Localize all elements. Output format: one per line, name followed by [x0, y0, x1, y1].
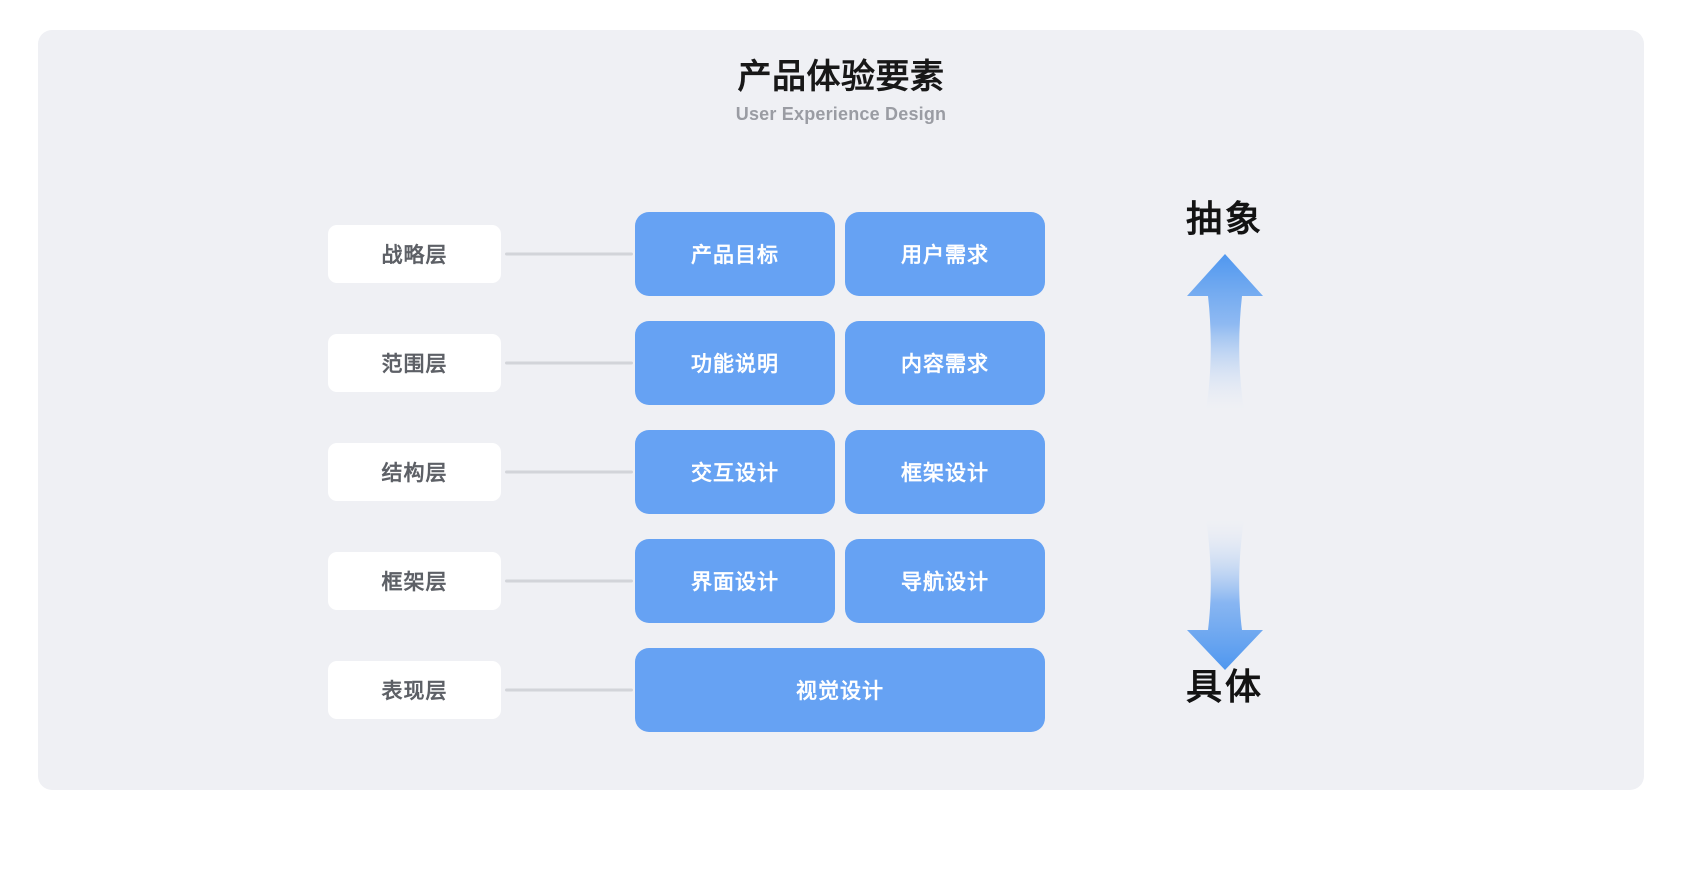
- element-box-visual-design[interactable]: 视觉设计: [635, 648, 1045, 732]
- layer-label-skeleton[interactable]: 框架层: [328, 552, 501, 610]
- connector-line: [505, 688, 633, 692]
- element-box-content-requirement[interactable]: 内容需求: [845, 321, 1045, 405]
- layer-row-skeleton: 框架层 界面设计 导航设计: [0, 539, 1682, 623]
- element-group-skeleton: 界面设计 导航设计: [635, 539, 1045, 623]
- arrow-down-icon: [1187, 520, 1263, 670]
- layer-row-scope: 范围层 功能说明 内容需求: [0, 321, 1682, 405]
- connector-line: [505, 470, 633, 474]
- element-box-interface-design[interactable]: 界面设计: [635, 539, 835, 623]
- layer-row-structure: 结构层 交互设计 框架设计: [0, 430, 1682, 514]
- layer-row-surface: 表现层 视觉设计: [0, 648, 1682, 732]
- layer-row-strategy: 战略层 产品目标 用户需求: [0, 212, 1682, 296]
- connector-line: [505, 579, 633, 583]
- element-group-surface: 视觉设计: [635, 648, 1045, 732]
- arrow-up-icon: [1187, 254, 1263, 410]
- connector-line: [505, 252, 633, 256]
- element-box-interaction-design[interactable]: 交互设计: [635, 430, 835, 514]
- element-box-user-need[interactable]: 用户需求: [845, 212, 1045, 296]
- element-box-navigation-design[interactable]: 导航设计: [845, 539, 1045, 623]
- element-group-scope: 功能说明 内容需求: [635, 321, 1045, 405]
- layer-label-scope[interactable]: 范围层: [328, 334, 501, 392]
- axis-label-concrete: 具体: [1185, 666, 1264, 707]
- element-group-strategy: 产品目标 用户需求: [635, 212, 1045, 296]
- abstraction-axis: 抽象 具体: [1140, 190, 1340, 730]
- element-box-information-architecture[interactable]: 框架设计: [845, 430, 1045, 514]
- connector-line: [505, 361, 633, 365]
- layer-label-structure[interactable]: 结构层: [328, 443, 501, 501]
- layer-label-strategy[interactable]: 战略层: [328, 225, 501, 283]
- layer-label-surface[interactable]: 表现层: [328, 661, 501, 719]
- axis-label-abstract: 抽象: [1185, 198, 1264, 239]
- element-box-product-goal[interactable]: 产品目标: [635, 212, 835, 296]
- element-group-structure: 交互设计 框架设计: [635, 430, 1045, 514]
- element-box-functional-spec[interactable]: 功能说明: [635, 321, 835, 405]
